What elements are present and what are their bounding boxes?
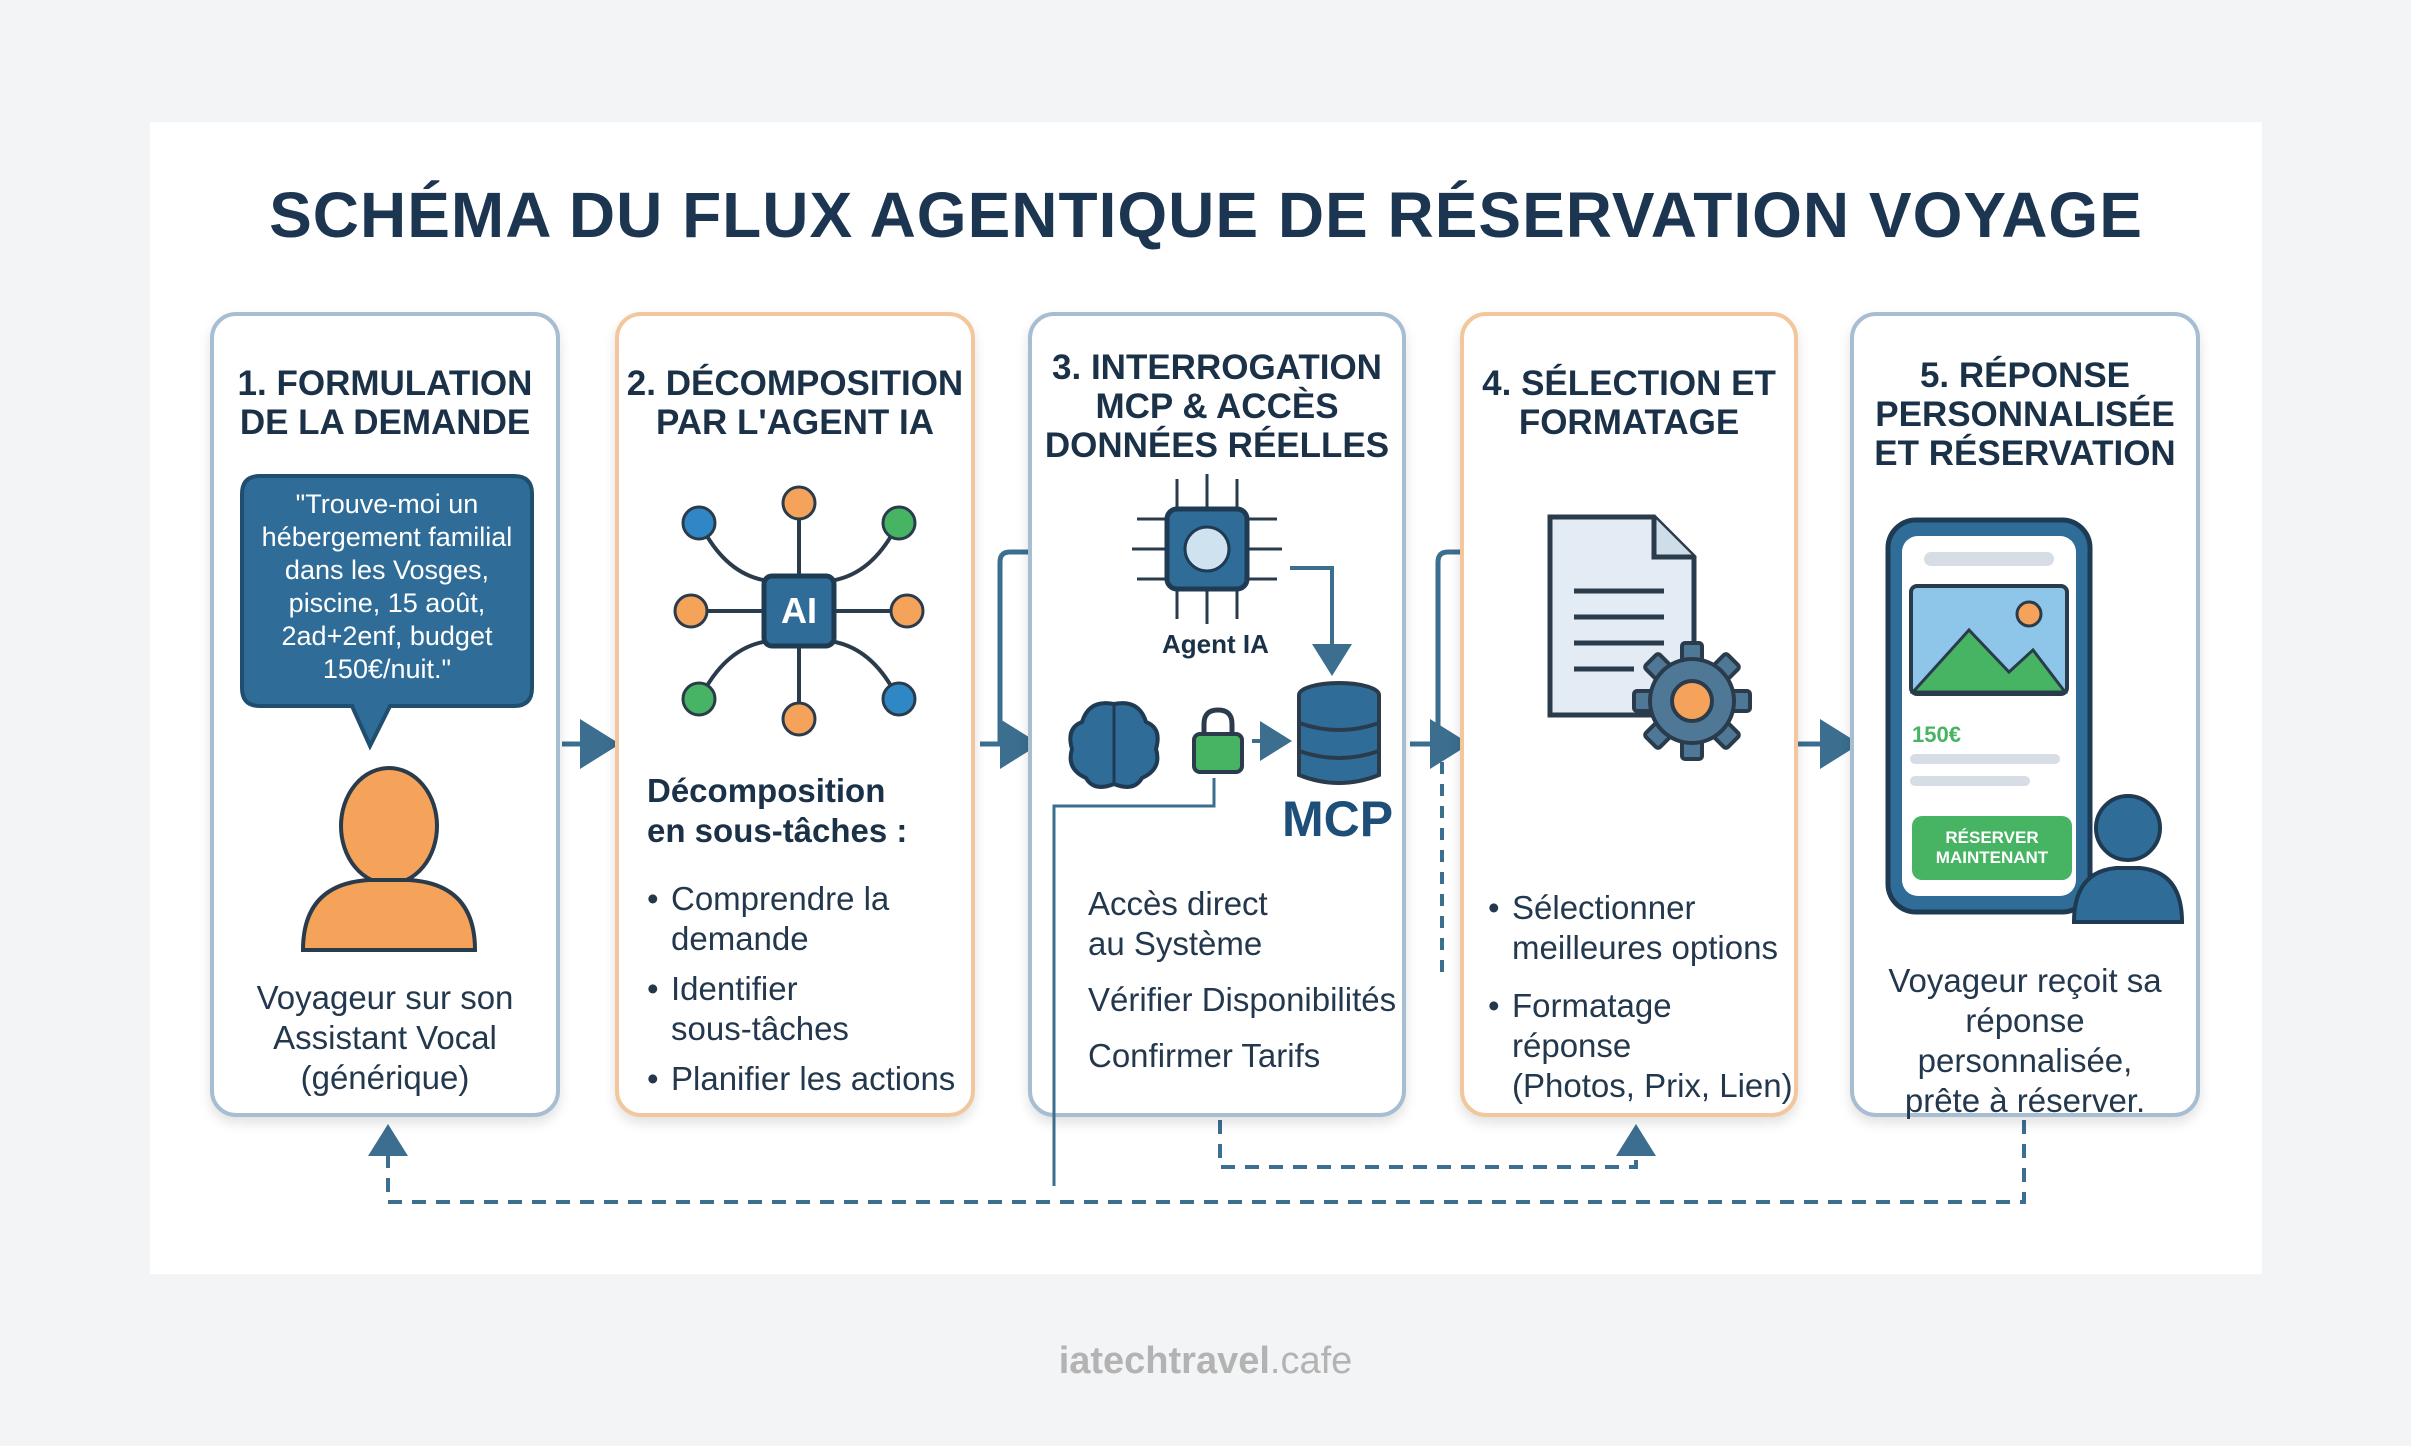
step-1-title: 1. FORMULATION DE LA DEMANDE	[237, 364, 533, 442]
step-card-4: 4. SÉLECTION ET FORMATAGE Sélectionner m…	[1460, 312, 1798, 1117]
gear-icon	[1632, 641, 1752, 761]
voice-request-text: "Trouve-moi un hébergement familial dans…	[261, 489, 513, 684]
step-4-bullets: Sélectionner meilleures options Formatag…	[1488, 888, 1798, 1116]
step-2-bullets: Comprendre la demande Identifier sous-tâ…	[647, 879, 967, 1109]
step-card-3: 3. INTERROGATION MCP & ACCÈS DONNÉES RÉE…	[1028, 312, 1406, 1186]
arrow-3-4-upper	[1435, 527, 1548, 744]
agent-ia-label: Agent IA	[1162, 629, 1269, 659]
list-item: Planifier les actions	[647, 1059, 967, 1099]
text-placeholder-lines	[1910, 754, 2060, 786]
mcp-flow-arrows	[1052, 566, 1352, 1186]
list-item: Comprendre la demande	[647, 879, 967, 959]
lock-icon	[1192, 707, 1244, 774]
price-label: 150€	[1912, 722, 1961, 747]
footer-watermark: iatechtravel.cafe	[0, 1340, 2411, 1383]
step-2-subtitle: Décomposition en sous-tâches :	[647, 772, 908, 849]
list-item: Formatage réponse (Photos, Prix, Lien)	[1488, 986, 1798, 1106]
step-3-items: Accès direct au Système Vérifier Disponi…	[1064, 884, 1404, 1092]
mcp-label: MCP	[1282, 791, 1394, 847]
step-5-title: 5. RÉPONSE PERSONNALISÉE ET RÉSERVATION	[1874, 356, 2176, 473]
list-item: Identifier sous-tâches	[647, 969, 967, 1049]
step-5-caption: Voyageur reçoit sa réponse personnalisée…	[1888, 962, 2162, 1119]
arrow-2-3-upper	[997, 527, 1118, 744]
database-icon	[1297, 681, 1381, 785]
loop-5-1	[368, 1120, 2026, 1204]
diagram-title: SCHÉMA DU FLUX AGENTIQUE DE RÉSERVATION …	[269, 179, 2143, 251]
step-2-title: 2. DÉCOMPOSITION PAR L'AGENT IA	[626, 364, 964, 442]
list-item: Vérifier Disponibilités	[1088, 981, 1397, 1018]
step-1-caption: Voyageur sur son Assistant Vocal (généri…	[256, 979, 514, 1096]
book-now-button[interactable]: RÉSERVER MAINTENANT	[1912, 816, 2072, 880]
footer-domain: .cafe	[1269, 1340, 1353, 1382]
step-3-title: 3. INTERROGATION MCP & ACCÈS DONNÉES RÉE…	[1044, 348, 1390, 465]
step-card-1: 1. FORMULATION DE LA DEMANDE "Trouve-moi…	[210, 312, 560, 1117]
svg-text:AI: AI	[781, 590, 817, 631]
speech-bubble-icon	[240, 474, 534, 751]
user-icon	[300, 766, 478, 952]
step-card-2: 2. DÉCOMPOSITION PAR L'AGENT IA AI	[615, 312, 975, 1117]
brain-chip-icon	[1132, 474, 1282, 624]
footer-brand: iatechtravel	[1058, 1340, 1270, 1382]
brain-icon	[1068, 701, 1160, 789]
step-card-5: 5. RÉPONSE PERSONNALISÉE ET RÉSERVATION …	[1850, 312, 2200, 1119]
loop-3-4	[1218, 1120, 1656, 1169]
list-item: Confirmer Tarifs	[1088, 1037, 1321, 1074]
list-item: Accès direct au Système	[1088, 885, 1268, 962]
diagram-canvas: SCHÉMA DU FLUX AGENTIQUE DE RÉSERVATION …	[150, 122, 2262, 1274]
user-icon	[2071, 794, 2185, 924]
step-4-title: 4. SÉLECTION ET FORMATAGE	[1482, 364, 1776, 442]
ai-chip-icon: AI	[673, 485, 925, 737]
book-now-label: RÉSERVER MAINTENANT	[1935, 828, 2049, 867]
flow-connectors	[368, 527, 2026, 1204]
image-icon	[1909, 584, 2069, 696]
list-item: Sélectionner meilleures options	[1488, 888, 1798, 968]
